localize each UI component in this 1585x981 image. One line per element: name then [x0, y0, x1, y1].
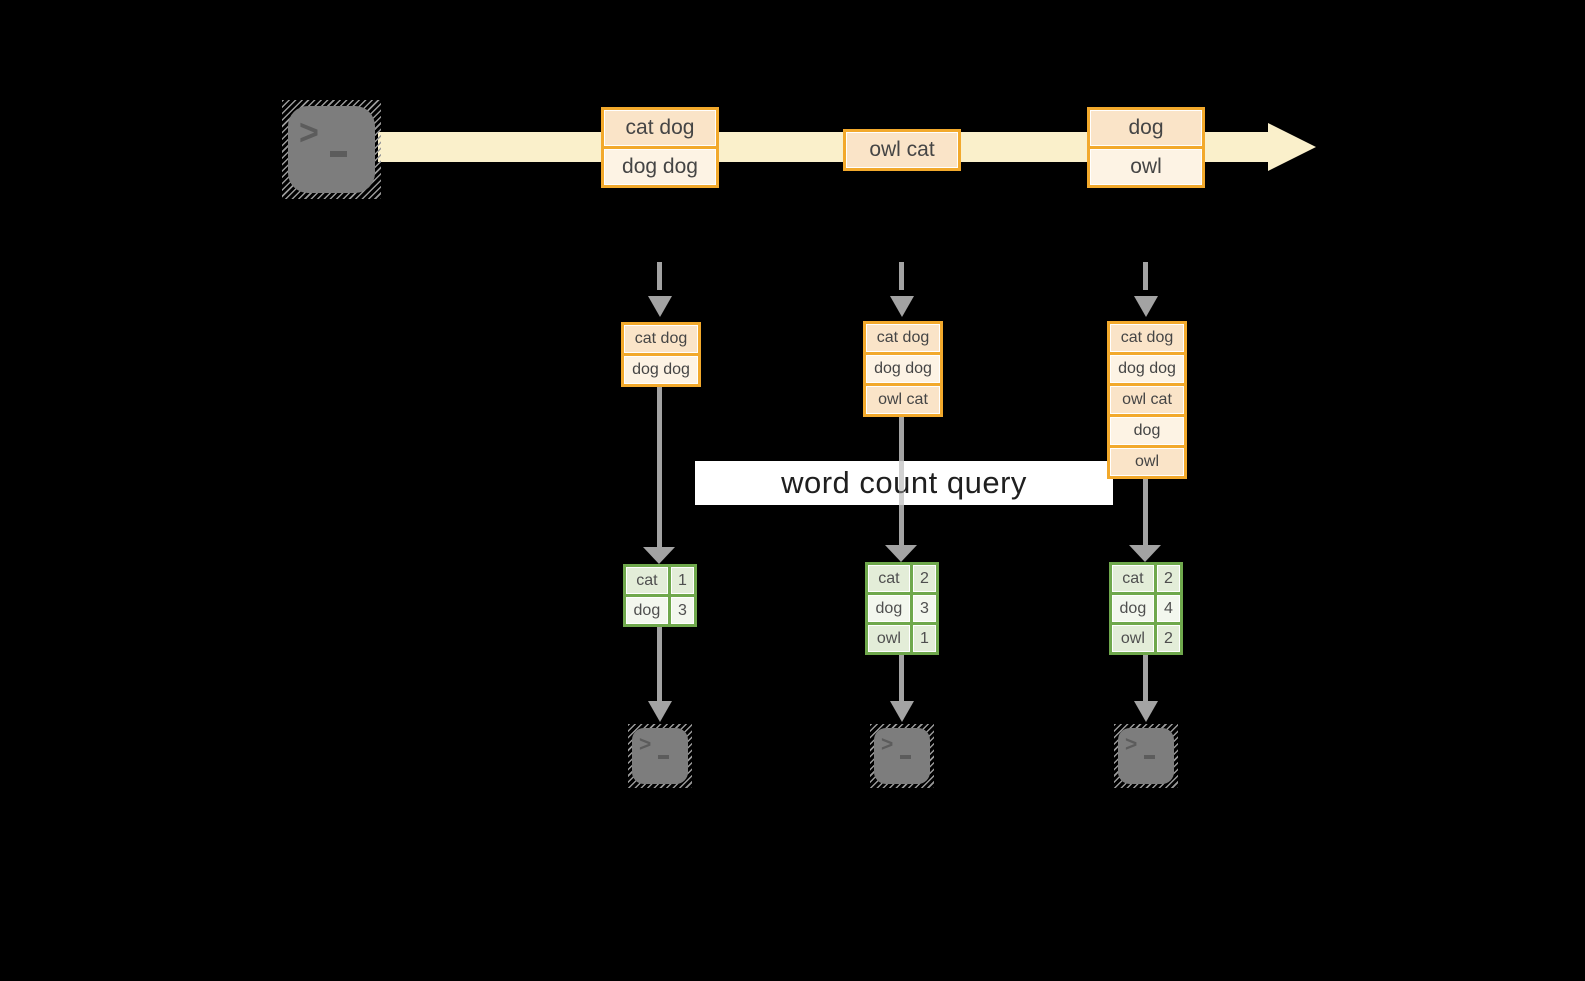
prompt-chevron-icon: >: [639, 733, 652, 756]
connector-line: [1143, 655, 1148, 703]
count-cell: 3: [912, 595, 936, 622]
batch-line: owl: [1090, 149, 1202, 185]
snapshot-line: owl cat: [866, 386, 940, 414]
stream-batch-2: owl cat: [843, 129, 961, 171]
terminal-output-icon-3: >: [1114, 724, 1178, 788]
query-label: word count query: [695, 461, 1113, 505]
word-cell: cat: [1112, 565, 1154, 592]
terminal-output-icon-1: >: [628, 724, 692, 788]
count-cell: 2: [1156, 565, 1180, 592]
word-cell: owl: [868, 625, 910, 652]
count-cell: 4: [1156, 595, 1180, 622]
count-cell: 3: [670, 597, 694, 624]
snapshot-stack-3: cat dog dog dog owl cat dog owl: [1107, 321, 1187, 479]
batch-line: dog dog: [604, 149, 716, 185]
terminal-body: [288, 106, 375, 193]
count-cell: 1: [670, 567, 694, 594]
count-cell: 2: [912, 565, 936, 592]
dashed-connector: [657, 262, 662, 290]
arrowhead-icon: [885, 545, 917, 562]
arrowhead-icon: [648, 296, 672, 317]
snapshot-line: owl cat: [1110, 386, 1184, 414]
snapshot-stack-1: cat dog dog dog: [621, 322, 701, 387]
count-cell: 2: [1156, 625, 1180, 652]
arrowhead-icon: [1134, 296, 1158, 317]
terminal-source-icon: >: [282, 100, 381, 199]
arrowhead-icon: [643, 547, 675, 564]
prompt-underscore-icon: [658, 755, 669, 759]
stream-batch-1: cat dog dog dog: [601, 107, 719, 188]
prompt-underscore-icon: [330, 151, 347, 157]
batch-line: owl cat: [846, 132, 958, 168]
connector-line-overlay: [899, 461, 904, 505]
snapshot-line: dog dog: [1110, 355, 1184, 383]
prompt-chevron-icon: >: [1125, 733, 1138, 756]
snapshot-line: cat dog: [1110, 324, 1184, 352]
word-cell: dog: [1112, 595, 1154, 622]
wordcount-table-1: cat 1 dog 3: [623, 564, 697, 627]
prompt-chevron-icon: >: [881, 733, 894, 756]
dashed-connector: [899, 262, 904, 290]
word-cell: cat: [868, 565, 910, 592]
count-cell: 1: [912, 625, 936, 652]
arrowhead-icon: [890, 296, 914, 317]
snapshot-stack-2: cat dog dog dog owl cat: [863, 321, 943, 417]
connector-line: [657, 385, 662, 547]
batch-line: cat dog: [604, 110, 716, 146]
dashed-connector: [1143, 262, 1148, 290]
prompt-chevron-icon: >: [299, 113, 319, 153]
snapshot-line: dog dog: [624, 356, 698, 384]
snapshot-line: owl: [1110, 448, 1184, 476]
snapshot-line: dog dog: [866, 355, 940, 383]
arrowhead-icon: [1134, 701, 1158, 722]
word-cell: dog: [626, 597, 668, 624]
terminal-output-icon-2: >: [870, 724, 934, 788]
wordcount-table-2: cat 2 dog 3 owl 1: [865, 562, 939, 655]
word-cell: owl: [1112, 625, 1154, 652]
snapshot-line: cat dog: [624, 325, 698, 353]
snapshot-line: dog: [1110, 417, 1184, 445]
event-stream-arrowhead-icon: [1268, 123, 1316, 171]
stream-batch-3: dog owl: [1087, 107, 1205, 188]
snapshot-line: cat dog: [866, 324, 940, 352]
arrowhead-icon: [1129, 545, 1161, 562]
prompt-underscore-icon: [1144, 755, 1155, 759]
word-cell: dog: [868, 595, 910, 622]
wordcount-table-3: cat 2 dog 4 owl 2: [1109, 562, 1183, 655]
prompt-underscore-icon: [900, 755, 911, 759]
connector-line: [657, 627, 662, 703]
word-cell: cat: [626, 567, 668, 594]
batch-line: dog: [1090, 110, 1202, 146]
arrowhead-icon: [890, 701, 914, 722]
connector-line: [899, 655, 904, 703]
connector-line: [1143, 477, 1148, 545]
arrowhead-icon: [648, 701, 672, 722]
